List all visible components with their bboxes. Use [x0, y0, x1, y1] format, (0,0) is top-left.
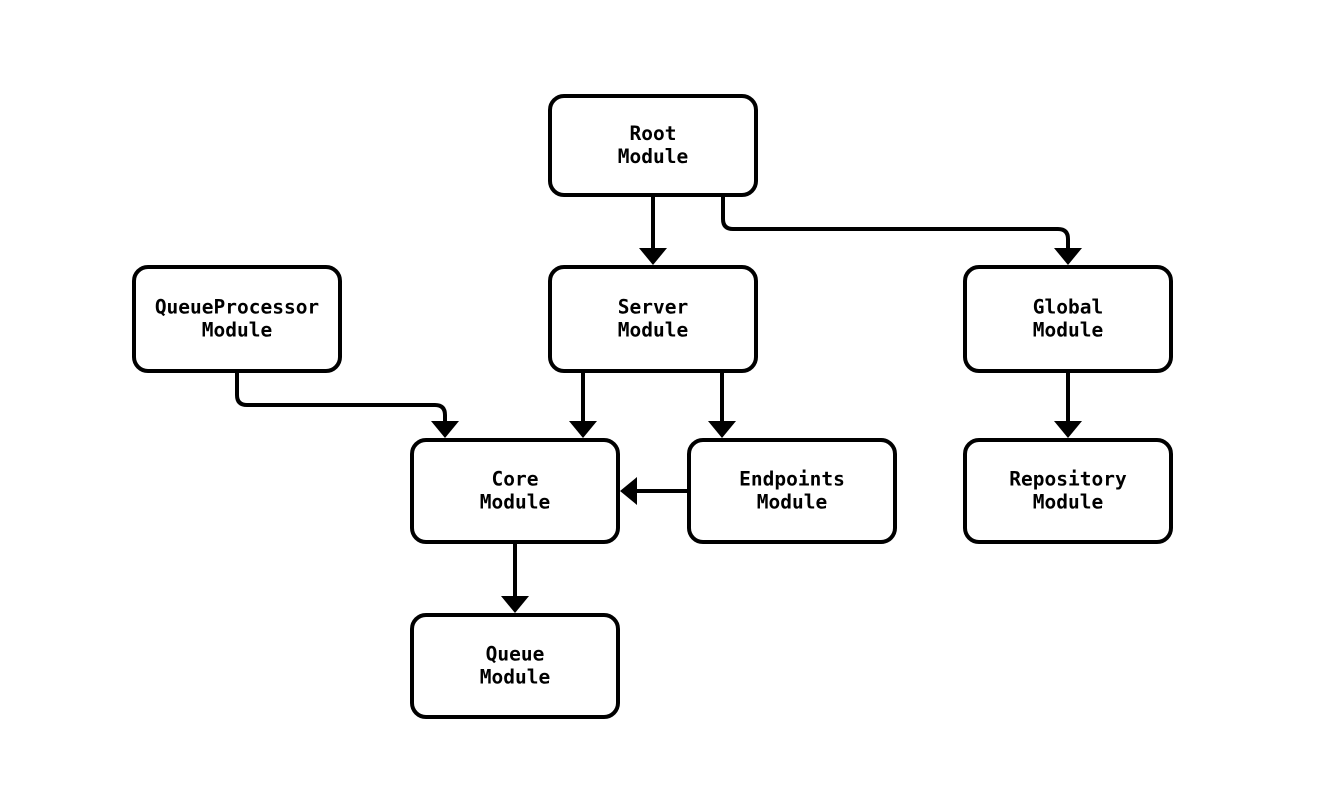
core-module-box[interactable]: [410, 438, 620, 544]
root-module-box[interactable]: [548, 94, 758, 197]
edge-core-to-queue: [501, 544, 529, 613]
global-module-label-line2: Module: [1033, 319, 1103, 342]
edge-server-to-core-arrowhead-icon: [569, 421, 597, 438]
server-module-label-line2: Module: [618, 319, 688, 342]
edge-global-to-repository-arrowhead-icon: [1054, 421, 1082, 438]
edge-queueprocessor-to-core-arrowhead-icon: [431, 421, 459, 438]
global-module-box[interactable]: [963, 265, 1173, 373]
queueprocessor-module-label-line1: QueueProcessor: [155, 296, 319, 319]
repository-module-label-line2: Module: [1033, 491, 1103, 514]
edge-root-to-global-line: [721, 197, 1070, 251]
edge-server-to-endpoints: [708, 373, 736, 438]
queue-module-box[interactable]: [410, 613, 620, 719]
edge-server-to-endpoints-arrowhead-icon: [708, 421, 736, 438]
server-module-label-line1: Server: [618, 296, 688, 319]
queueprocessor-module-box[interactable]: [132, 265, 342, 373]
edge-endpoints-to-core: [620, 477, 687, 505]
edge-root-to-server: [639, 197, 667, 265]
edge-core-to-queue-arrowhead-icon: [501, 596, 529, 613]
edge-queueprocessor-to-core-line: [235, 373, 447, 424]
repository-module-box[interactable]: [963, 438, 1173, 544]
edge-endpoints-to-core-arrowhead-icon: [620, 477, 637, 505]
global-module-label-line1: Global: [1033, 296, 1103, 319]
edges-layer: [235, 197, 1082, 613]
endpoints-module-label-line1: Endpoints: [739, 468, 845, 491]
queue-module-label-line1: Queue: [486, 643, 545, 666]
root-module-label-line2: Module: [618, 145, 688, 168]
core-module-label-line1: Core: [492, 468, 539, 491]
repository-module-label-line1: Repository: [1009, 468, 1127, 491]
edge-queueprocessor-to-core: [235, 373, 459, 438]
edge-server-to-core: [569, 373, 597, 438]
root-module-label-line1: Root: [630, 122, 677, 145]
edge-root-to-global: [721, 197, 1082, 265]
queueprocessor-module-label-line2: Module: [202, 319, 272, 342]
edge-root-to-server-arrowhead-icon: [639, 248, 667, 265]
endpoints-module-box[interactable]: [687, 438, 897, 544]
server-module-box[interactable]: [548, 265, 758, 373]
edge-root-to-global-arrowhead-icon: [1054, 248, 1082, 265]
endpoints-module-label-line2: Module: [757, 491, 827, 514]
edge-global-to-repository: [1054, 373, 1082, 438]
nodes-layer: RootModuleQueueProcessorModuleServerModu…: [132, 94, 1173, 719]
queue-module-label-line2: Module: [480, 666, 550, 689]
core-module-label-line2: Module: [480, 491, 550, 514]
